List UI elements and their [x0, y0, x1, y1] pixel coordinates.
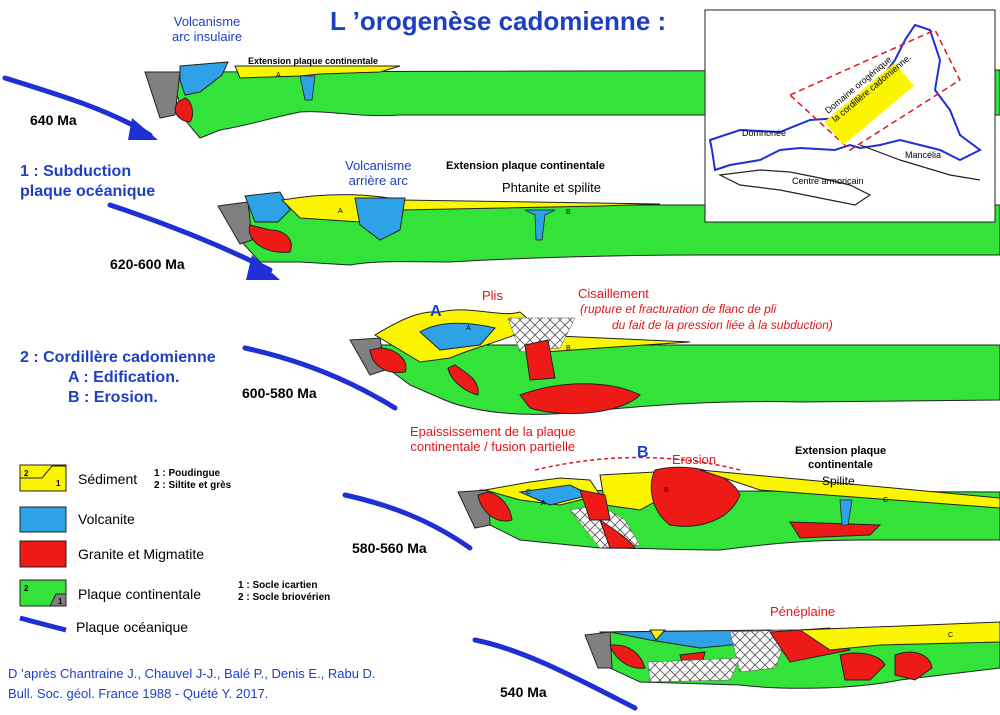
- volcanism-back-arc-line1: Volcanisme: [345, 158, 412, 173]
- mark-a-3: A: [466, 325, 471, 332]
- mark-c-5: C: [948, 632, 953, 639]
- legend-num-2a: 2: [24, 469, 29, 478]
- legend-plaque-label: Plaque continentale: [78, 586, 201, 602]
- credit-line1: D ’après Chantraine J., Chauvel J-J., Ba…: [8, 666, 376, 681]
- stage-2-line3: B : Erosion.: [68, 389, 158, 406]
- peneplaine-label: Pénéplaine: [770, 604, 836, 619]
- age-620: 620-600 Ma: [110, 256, 185, 272]
- legend-volcanite-label: Volcanite: [78, 511, 135, 527]
- volcanism-arc-label: Volcanisme arc insulaire: [172, 14, 242, 44]
- mark-b-4: B: [664, 487, 669, 494]
- legend-num-1a: 1: [56, 479, 61, 488]
- mark-c-4b: C: [883, 497, 888, 504]
- extension-label-2: Extension plaque continentale: [446, 160, 605, 172]
- age-640: 640 Ma: [30, 112, 77, 128]
- credit-line2: Bull. Soc. géol. France 1988 - Quété Y. …: [8, 686, 269, 701]
- inset-domnonee: Domnonée: [742, 128, 787, 138]
- ocean-arrowhead-620: [246, 255, 280, 280]
- legend-sediment-sub: 1 : Poudingue 2 : Siltite et grès: [154, 468, 231, 492]
- legend-swatch-granite: [19, 540, 67, 568]
- section-a-label: A: [430, 303, 442, 320]
- stage-1-label: 1 : Subduction plaque océanique: [20, 162, 155, 202]
- legend-num-2b: 2: [24, 584, 29, 593]
- section-600: A B: [349, 309, 1000, 415]
- volcanism-arc-line1: Volcanisme: [173, 14, 241, 29]
- stage-1-line1: 1 : Subduction: [20, 163, 132, 180]
- ocean-plate-600: [242, 345, 398, 411]
- extension-3-line1: Extension plaque: [795, 445, 887, 457]
- age-600: 600-580 Ma: [242, 385, 317, 401]
- legend-swatch-ocean: [19, 615, 67, 633]
- rupture-line2: du fait de la pression liée à la subduct…: [612, 318, 833, 332]
- erosion-label: Erosion: [672, 452, 717, 467]
- epaississement-line2: continentale / fusion partielle: [410, 439, 576, 454]
- phtanite-label: Phtanite et spilite: [502, 180, 602, 195]
- legend-sediment-label: Sédiment: [78, 471, 138, 487]
- rupture-line1: (rupture et fracturation de flanc de pli: [580, 302, 777, 316]
- section-b-label: B: [637, 444, 649, 461]
- inset-centre: Centre armoricain: [792, 176, 864, 186]
- stage-2-line2: A : Edification.: [68, 369, 180, 386]
- legend-plaque-sub: 1 : Socle icartien 2 : Socle briovérien: [238, 580, 330, 604]
- stage-1-line2: plaque océanique: [20, 183, 156, 200]
- ocean-plate-540: [472, 637, 638, 711]
- legend-num-1b: 1: [58, 597, 63, 606]
- inset-map: [704, 9, 996, 223]
- mark-a-4: A: [541, 500, 546, 507]
- spilite-label: Spilite: [822, 474, 855, 488]
- ocean-plate-580: [342, 492, 473, 551]
- mark-b-2: B: [566, 209, 571, 216]
- volcanism-back-arc-line2: arrière arc: [348, 173, 408, 188]
- age-580: 580-560 Ma: [352, 540, 427, 556]
- mark-b-3: B: [566, 345, 571, 352]
- legend-sediment-sub1: 1 : Poudingue: [154, 468, 221, 479]
- mark-a-1: A: [276, 72, 281, 79]
- legend-granite-label: Granite et Migmatite: [78, 546, 205, 562]
- age-540: 540 Ma: [500, 684, 547, 700]
- ocean-arrowhead-640: [128, 118, 158, 140]
- legend-swatch-plaque: [19, 579, 67, 607]
- volcanism-arc-line2: arc insulaire: [172, 29, 243, 44]
- cisaillement-label: Cisaillement: [578, 286, 649, 301]
- epaississement-line1: Epaississement de la plaque: [410, 424, 576, 439]
- legend-plaque-sub1: 1 : Socle icartien: [238, 580, 318, 591]
- stage-2-label: 2 : Cordillère cadomienne A : Edificatio…: [20, 348, 216, 408]
- extension-label-1: Extension plaque continentale: [248, 56, 379, 66]
- ocean-plate-lines: [2, 75, 638, 711]
- legend-plaque-sub2: 2 : Socle briovérien: [238, 592, 331, 603]
- section-540: C: [584, 621, 1000, 689]
- plis-label: Plis: [482, 288, 503, 303]
- ocean-plate-640: [2, 75, 153, 138]
- extension-3-line2: continentale: [808, 459, 873, 471]
- section-580: C A B C: [457, 456, 1000, 551]
- legend-swatches: 2 1 2 1: [19, 464, 67, 633]
- stage-2-line1: 2 : Cordillère cadomienne: [20, 349, 216, 366]
- mark-a-2: A: [338, 208, 343, 215]
- volcanism-back-arc-label: Volcanisme arrière arc: [345, 158, 411, 188]
- legend-ocean-label: Plaque océanique: [76, 619, 189, 635]
- legend-swatch-volcanite: [19, 506, 67, 533]
- legend-sediment-sub2: 2 : Siltite et grès: [154, 480, 232, 491]
- mark-c-4: C: [526, 489, 531, 496]
- credit: D ’après Chantraine J., Chauvel J-J., Ba…: [8, 664, 376, 704]
- page-title: L ’orogenèse cadomienne :: [330, 6, 667, 36]
- extension-label-3: Extension plaque continentale: [795, 444, 886, 472]
- epaississement-label: Epaississement de la plaque continentale…: [410, 424, 576, 454]
- inset-mancelia: Mancélia: [905, 150, 942, 160]
